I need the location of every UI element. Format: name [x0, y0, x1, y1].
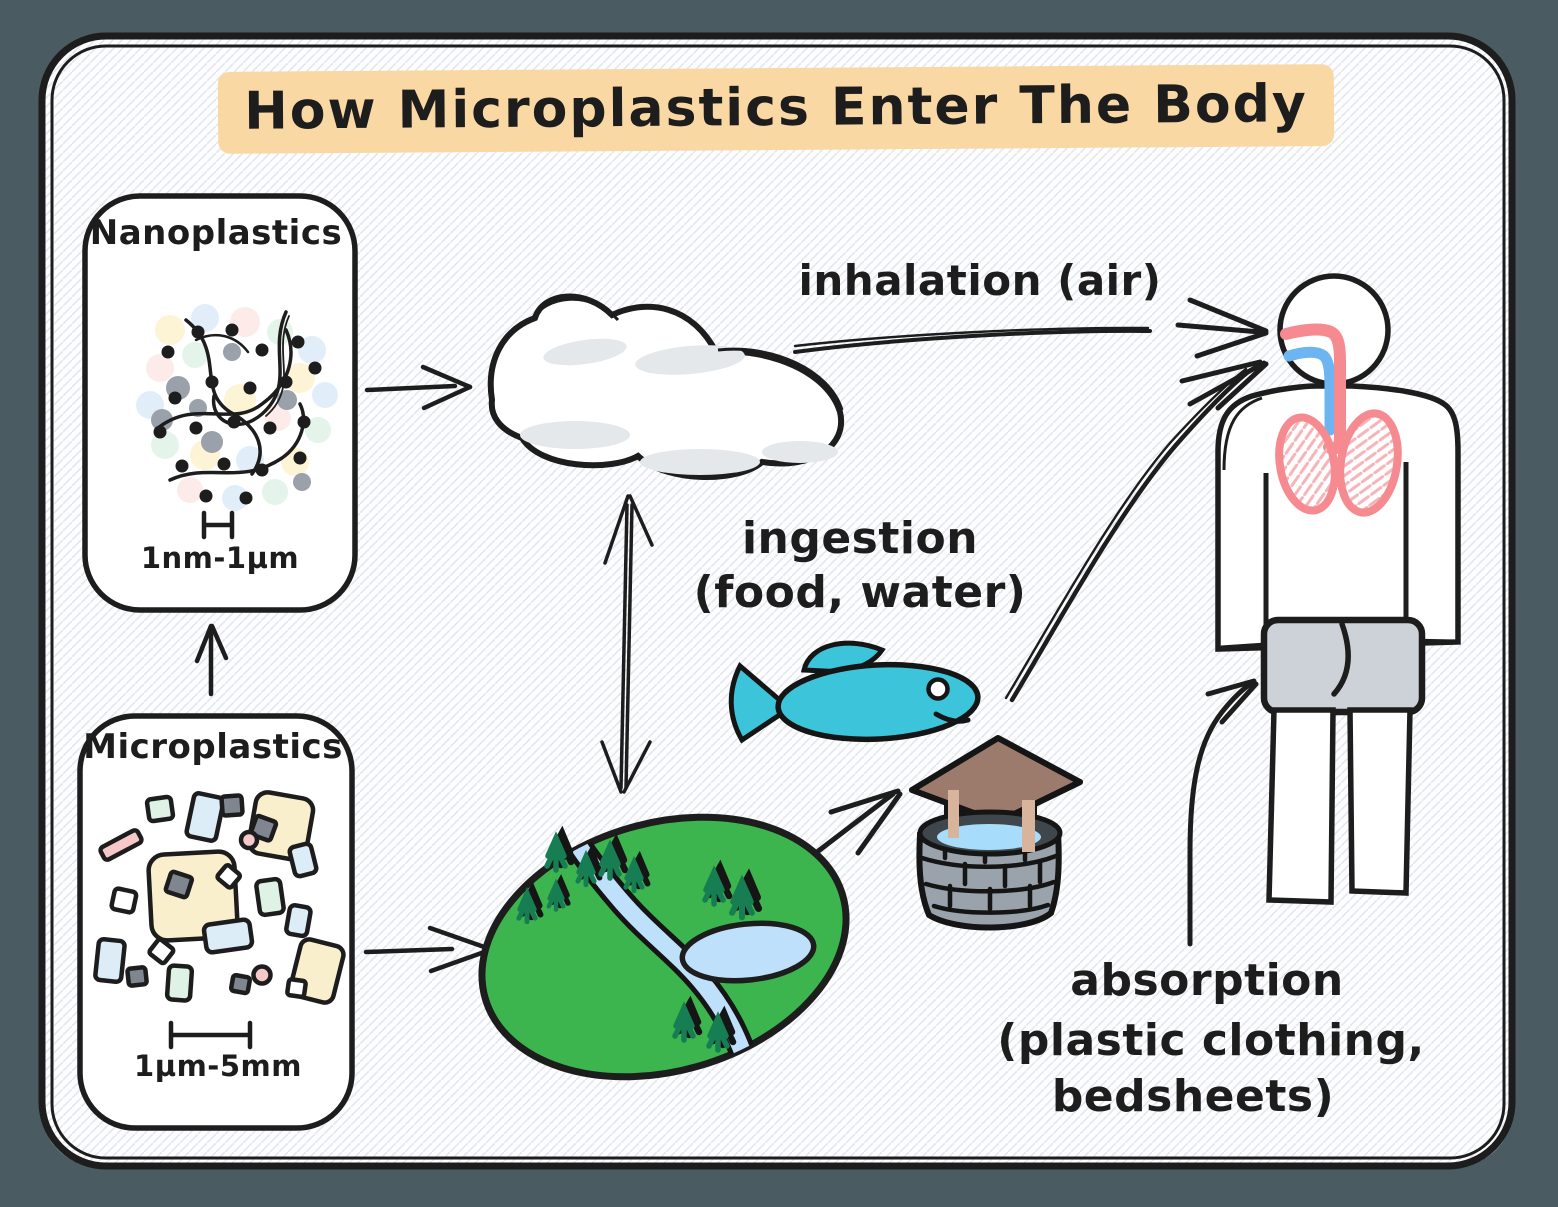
fish-icon — [728, 640, 981, 744]
left-lung — [1275, 413, 1339, 515]
arrow-inhalation — [793, 297, 1269, 359]
human-figure-icon — [1215, 273, 1461, 905]
nanoplastics-box — [82, 193, 358, 613]
cloud-icon — [487, 293, 845, 480]
well-water — [937, 824, 1041, 850]
absorption-label-line1: absorption — [1070, 954, 1344, 1006]
inhalation-label: inhalation (air) — [798, 255, 1162, 305]
pond — [679, 920, 817, 984]
left-leg — [1266, 707, 1336, 905]
nanoplastics-illustration — [136, 304, 338, 511]
right-leg — [1347, 707, 1413, 896]
nano-scale-marker — [201, 510, 235, 540]
arrow-nano-to-cloud — [364, 364, 473, 411]
well-icon — [909, 735, 1083, 931]
right-lung — [1336, 409, 1402, 517]
absorption-label-line2: (plastic clothing, — [997, 1014, 1425, 1066]
microplastics-box — [77, 713, 355, 1131]
nanoplastics-size-range: 1nm-1µm — [140, 541, 300, 576]
arrow-micro-to-nano — [194, 623, 229, 697]
absorption-label-line3: bedsheets) — [1051, 1070, 1335, 1122]
shorts — [1260, 616, 1426, 716]
microplastics-illustration — [93, 790, 346, 1005]
paper-frame — [38, 32, 1516, 1170]
ingestion-label-line2: (food, water) — [693, 566, 1027, 618]
land-icon — [478, 794, 850, 1099]
arrow-absorption — [1187, 678, 1259, 947]
arrow-micro-to-land — [363, 925, 493, 974]
airway-blue — [1283, 346, 1336, 436]
arrow-cloud-land-cycle — [600, 494, 654, 794]
microplastics-size-range: 1µm-5mm — [134, 1049, 302, 1084]
fish-eye — [926, 677, 950, 701]
micro-scale-marker — [168, 1020, 253, 1050]
page-title: How Microplastics Enter The Body — [217, 64, 1335, 154]
nanoplastics-label: Nanoplastics — [89, 213, 343, 254]
trachea-pink — [1280, 323, 1346, 455]
arrow-ingestion — [1004, 359, 1269, 703]
fiber-strands — [156, 310, 306, 482]
ingestion-label-line1: ingestion — [741, 512, 979, 564]
microplastics-label: Microplastics — [83, 727, 343, 768]
